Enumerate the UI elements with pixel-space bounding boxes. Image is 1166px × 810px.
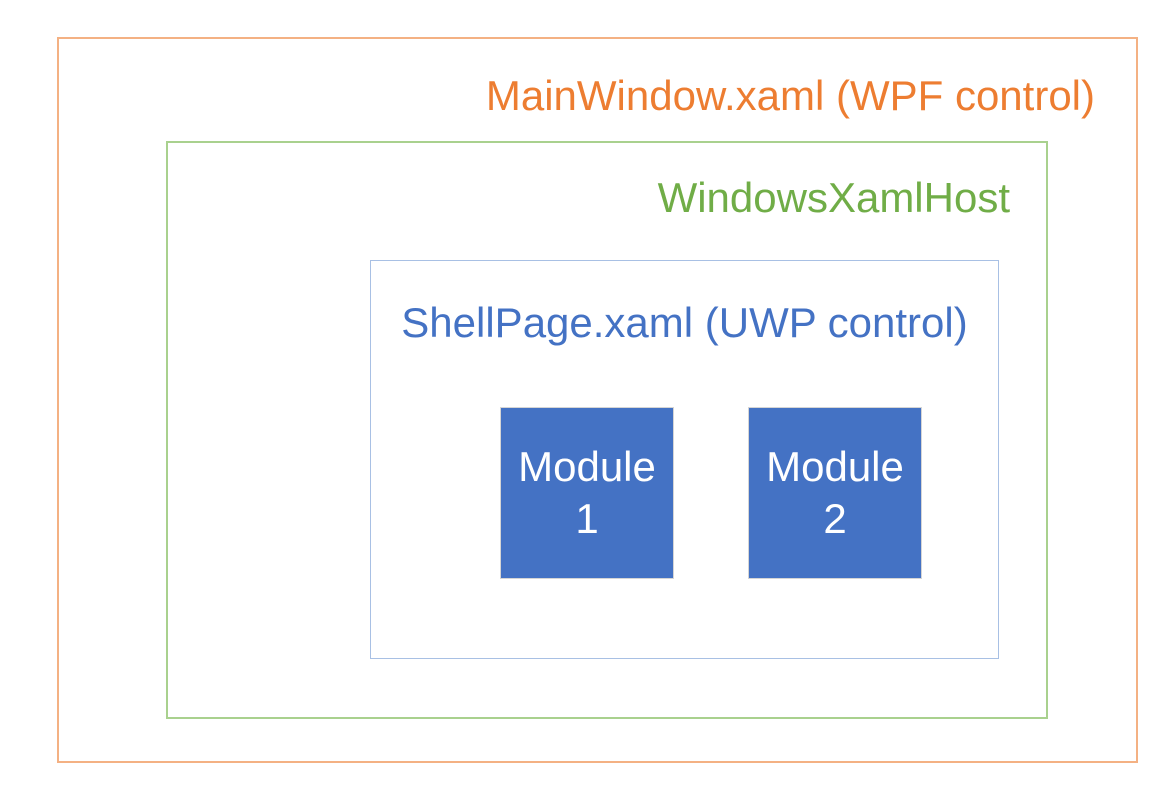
module-2-name: Module xyxy=(766,442,904,490)
shellpage-uwp-label: ShellPage.xaml (UWP control) xyxy=(401,299,968,346)
mainwindow-wpf-box: MainWindow.xaml (WPF control) WindowsXam… xyxy=(57,37,1138,763)
module-1-name: Module xyxy=(518,442,656,490)
windows-xaml-host-box: WindowsXamlHost ShellPage.xaml (UWP cont… xyxy=(166,141,1048,719)
module-1-box: Module 1 xyxy=(500,407,674,579)
module-2-number: 2 xyxy=(823,495,847,542)
module-2-box: Module 2 xyxy=(748,407,922,579)
windows-xaml-host-label: WindowsXamlHost xyxy=(657,174,1010,221)
shellpage-uwp-box: ShellPage.xaml (UWP control) Module 1 Mo… xyxy=(370,260,999,659)
mainwindow-wpf-label: MainWindow.xaml (WPF control) xyxy=(485,72,1095,119)
module-1-number: 1 xyxy=(575,495,599,542)
